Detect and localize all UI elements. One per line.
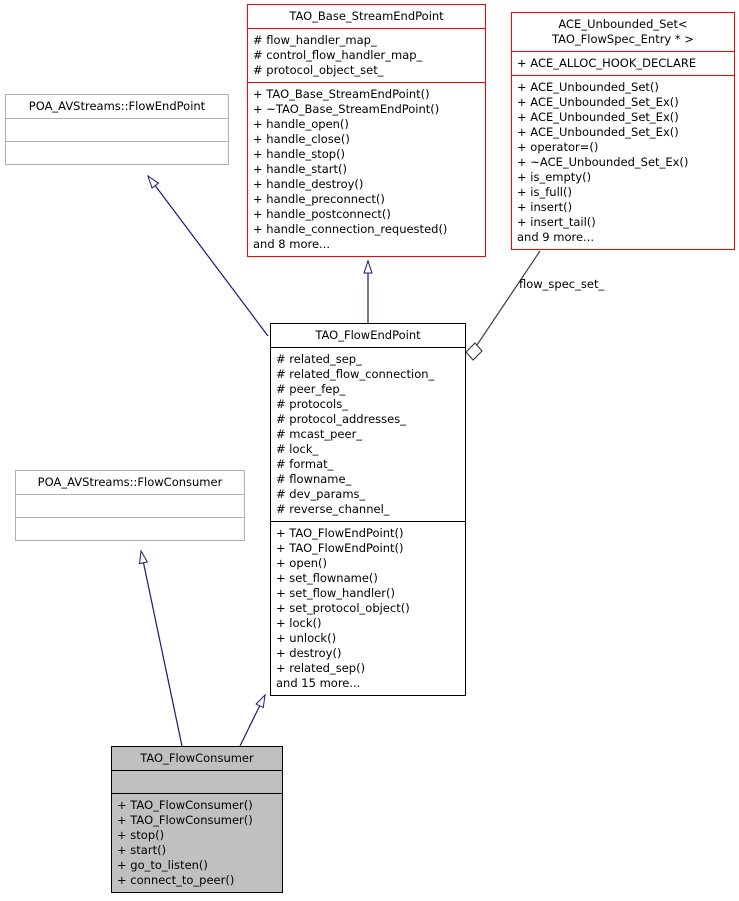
member-row: + handle_start() — [253, 162, 347, 176]
member-row: + handle_preconnect() — [253, 192, 385, 206]
methods-compartment — [6, 141, 228, 164]
member-row: # protocol_object_set_ — [253, 63, 384, 77]
methods-compartment — [16, 517, 244, 540]
member-row: + is_full() — [517, 185, 572, 199]
member-row: # flowname_ — [276, 472, 352, 486]
member-row: + unlock() — [276, 631, 337, 645]
member-row: # reverse_channel_ — [276, 502, 390, 516]
member-row: + set_flow_handler() — [276, 586, 395, 600]
inheritance-arrow-flowconsumer-to-flowendpoint — [239, 693, 266, 747]
member-row: + start() — [117, 843, 167, 857]
member-row: # dev_params_ — [276, 487, 366, 501]
member-row: + ACE_ALLOC_HOOK_DECLARE — [517, 56, 697, 70]
member-row: and 8 more... — [253, 237, 331, 251]
member-row: + stop() — [117, 828, 165, 842]
member-row: + ~ACE_Unbounded_Set_Ex() — [517, 155, 689, 169]
member-row: # flow_handler_map_ — [253, 33, 377, 47]
member-row: + operator=() — [517, 140, 599, 154]
member-row: + set_protocol_object() — [276, 601, 410, 615]
member-row: + set_flowname() — [276, 571, 378, 585]
class-title-line: TAO_FlowEndPoint — [315, 328, 421, 342]
member-row: + insert_tail() — [517, 215, 596, 229]
class-title-line: ACE_Unbounded_Set< — [558, 17, 688, 31]
aggregation-line — [476, 250, 541, 346]
attributes-compartment — [6, 118, 228, 141]
inheritance-arrows — [138, 174, 373, 747]
member-row: # protocol_addresses_ — [276, 412, 406, 426]
member-row: + ACE_Unbounded_Set_Ex() — [517, 110, 679, 124]
class-title-line: POA_AVStreams::FlowConsumer — [37, 475, 223, 489]
class-title-line: TAO_FlowConsumer — [140, 751, 254, 765]
member-row: + go_to_listen() — [117, 858, 208, 872]
aggregation-edge-flow-spec-set — [465, 250, 541, 361]
member-row: + insert() — [517, 200, 573, 214]
member-row: + TAO_Base_StreamEndPoint() — [253, 87, 430, 101]
member-row: + handle_connection_requested() — [253, 222, 448, 236]
methods-compartment: + ACE_Unbounded_Set()+ ACE_Unbounded_Set… — [512, 75, 734, 249]
attributes-compartment: + ACE_ALLOC_HOOK_DECLARE — [512, 51, 734, 75]
member-row: + TAO_FlowEndPoint() — [276, 541, 404, 555]
member-row: # control_flow_handler_map_ — [253, 48, 423, 62]
class-box-tao-flowconsumer: TAO_FlowConsumer + TAO_FlowConsumer()+ TA… — [111, 746, 283, 893]
class-title: POA_AVStreams::FlowConsumer — [16, 471, 244, 494]
attributes-compartment — [112, 770, 282, 793]
member-row: + related_sep() — [276, 661, 366, 675]
inheritance-arrow-flowendpoint-to-poa-flowendpoint — [147, 174, 269, 337]
member-row: + ACE_Unbounded_Set_Ex() — [517, 125, 679, 139]
class-box-tao-flowendpoint[interactable]: TAO_FlowEndPoint # related_sep_# related_… — [270, 323, 466, 696]
class-title: ACE_Unbounded_Set<TAO_FlowSpec_Entry * > — [512, 13, 734, 51]
member-row: + open() — [276, 556, 327, 570]
member-row: + lock() — [276, 616, 322, 630]
methods-compartment: + TAO_Base_StreamEndPoint()+ ~TAO_Base_S… — [248, 82, 485, 256]
member-row: and 15 more... — [276, 676, 361, 690]
member-row: + TAO_FlowConsumer() — [117, 798, 253, 812]
class-title: TAO_FlowEndPoint — [271, 324, 465, 347]
member-row: + handle_postconnect() — [253, 207, 391, 221]
member-row: + ~TAO_Base_StreamEndPoint() — [253, 102, 440, 116]
member-row: # related_flow_connection_ — [276, 367, 435, 381]
class-box-poa-avstreams-flowconsumer[interactable]: POA_AVStreams::FlowConsumer — [15, 470, 245, 541]
member-row: # peer_fep_ — [276, 382, 346, 396]
class-title: TAO_Base_StreamEndPoint — [248, 5, 485, 28]
member-row: and 9 more... — [517, 230, 595, 244]
attributes-compartment: # flow_handler_map_# control_flow_handle… — [248, 28, 485, 82]
member-row: # lock_ — [276, 442, 319, 456]
member-row: + handle_destroy() — [253, 177, 364, 191]
class-title-line: POA_AVStreams::FlowEndPoint — [28, 99, 206, 113]
member-row: + TAO_FlowEndPoint() — [276, 526, 404, 540]
methods-compartment: + TAO_FlowEndPoint()+ TAO_FlowEndPoint()… — [271, 521, 465, 695]
attributes-compartment: # related_sep_# related_flow_connection_… — [271, 347, 465, 521]
class-title-line: TAO_Base_StreamEndPoint — [289, 9, 444, 23]
member-row: + handle_close() — [253, 132, 350, 146]
member-row: + handle_open() — [253, 117, 349, 131]
class-title-line: TAO_FlowSpec_Entry * > — [552, 32, 694, 46]
member-row: + TAO_FlowConsumer() — [117, 813, 253, 827]
member-row: + destroy() — [276, 646, 342, 660]
member-row: # mcast_peer_ — [276, 427, 363, 441]
member-row: + is_empty() — [517, 170, 592, 184]
member-row: + handle_stop() — [253, 147, 346, 161]
methods-compartment: + TAO_FlowConsumer()+ TAO_FlowConsumer()… — [112, 793, 282, 892]
edge-label-flow-spec-set: flow_spec_set_ — [519, 277, 605, 291]
attributes-compartment — [16, 494, 244, 517]
class-title: TAO_FlowConsumer — [112, 747, 282, 770]
class-box-poa-avstreams-flowendpoint[interactable]: POA_AVStreams::FlowEndPoint — [5, 94, 229, 165]
class-box-ace-unbounded-set[interactable]: ACE_Unbounded_Set<TAO_FlowSpec_Entry * >… — [511, 12, 735, 250]
class-box-tao-base-streamendpoint[interactable]: TAO_Base_StreamEndPoint # flow_handler_ma… — [247, 4, 486, 257]
member-row: + ACE_Unbounded_Set_Ex() — [517, 95, 679, 109]
member-row: # protocols_ — [276, 397, 348, 411]
member-row: + ACE_Unbounded_Set() — [517, 80, 659, 94]
member-row: + connect_to_peer() — [117, 873, 235, 887]
member-row: # format_ — [276, 457, 334, 471]
aggregation-diamond — [465, 342, 483, 361]
member-row: # related_sep_ — [276, 352, 362, 366]
inheritance-arrow-flowconsumer-to-poa-flowconsumer — [138, 549, 183, 747]
class-title: POA_AVStreams::FlowEndPoint — [6, 95, 228, 118]
